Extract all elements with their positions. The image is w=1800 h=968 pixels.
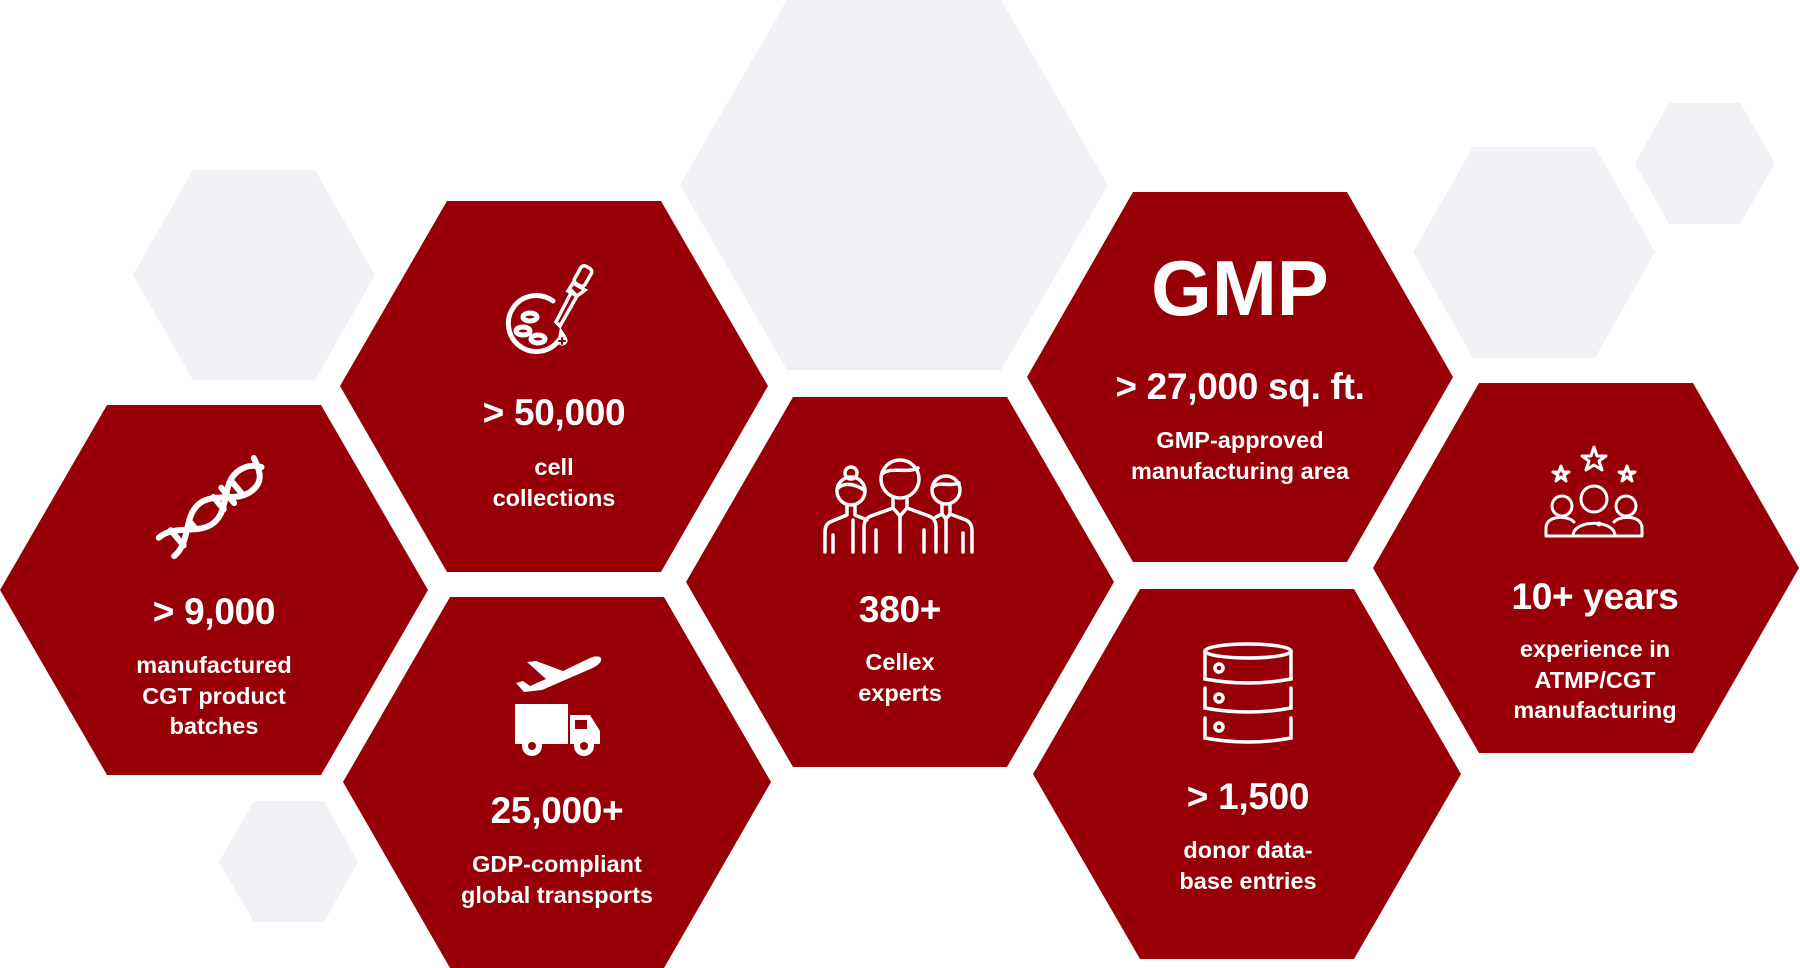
description-line: GDP-compliant: [472, 851, 642, 877]
description-line: manufactured: [136, 652, 292, 678]
description-line: batches: [169, 713, 259, 739]
dna-icon: [155, 454, 265, 560]
gray-hex-top-center: [680, 0, 1108, 370]
gray-hex-right: [1413, 147, 1655, 358]
description-line: CGT product: [142, 682, 286, 709]
stat-hex-batches: [0, 405, 428, 775]
stat-description: GDP-compliant global transports: [461, 849, 653, 910]
stat-value: 10+ years: [1511, 576, 1679, 617]
stat-hex-gmp-area: [1027, 192, 1453, 562]
stat-value: > 50,000: [482, 392, 626, 433]
gray-hex-far-right-small: [1635, 103, 1775, 224]
team-people-icon: [823, 458, 974, 554]
stat-description: donor data- base entries: [1179, 835, 1316, 896]
stat-value: 25,000+: [490, 790, 624, 831]
gray-hex-bottom-left: [219, 801, 358, 922]
description-line: global transports: [461, 881, 653, 908]
stat-description: GMP-approved manufacturing area: [1131, 425, 1349, 486]
stat-hex-cell-collections: [340, 201, 768, 572]
stat-value: > 1,500: [1186, 776, 1310, 817]
stat-hex-donor-database: [1033, 589, 1461, 959]
stat-description: experience in ATMP/CGT manufacturing: [1513, 634, 1676, 726]
stat-hex-transports: [343, 597, 771, 968]
airplane-truck-icon: [515, 656, 602, 756]
database-icon: [1203, 642, 1293, 744]
description-line: cell: [534, 454, 574, 480]
stat-description: manufactured CGT product batches: [136, 650, 291, 742]
description-line: GMP-approved: [1156, 427, 1324, 453]
stat-description: cell collections: [493, 452, 616, 513]
description-line: manufacturing area: [1130, 457, 1350, 484]
description-line: collections: [492, 484, 616, 511]
stat-description: Cellex experts: [858, 647, 942, 708]
stat-hex-experience: [1373, 383, 1799, 753]
gmp-headline: GMP: [1151, 244, 1329, 332]
petri-dish-pipette-icon: [505, 264, 594, 355]
description-line: experts: [858, 679, 942, 706]
description-line: base entries: [1179, 867, 1317, 894]
decorative-hexagons: [133, 0, 1775, 922]
stat-value: > 27,000 sq. ft.: [1115, 366, 1365, 407]
stat-value: > 9,000: [152, 591, 276, 632]
stat-value: 380+: [858, 589, 942, 630]
description-line: donor data-: [1183, 837, 1313, 863]
team-stars-icon: [1544, 445, 1644, 538]
stat-hex-experts: [686, 397, 1114, 767]
description-line: manufacturing: [1513, 697, 1677, 723]
gray-hex-left: [133, 170, 375, 380]
description-line: ATMP/CGT: [1534, 666, 1656, 693]
description-line: Cellex: [865, 649, 935, 675]
description-line: experience in: [1519, 636, 1671, 662]
